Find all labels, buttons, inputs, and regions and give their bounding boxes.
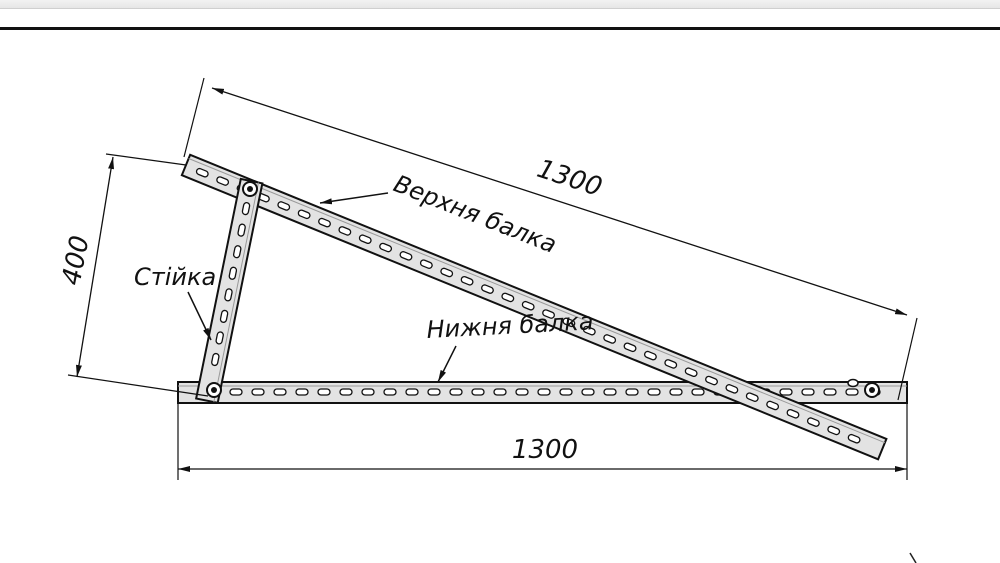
bottom-beam-slot xyxy=(471,388,485,396)
bottom-beam-slot xyxy=(405,388,419,396)
label-bottom-beam-text: Нижня балка xyxy=(426,307,594,344)
bottom-beam-slot xyxy=(669,388,683,396)
bolt-top xyxy=(242,181,258,197)
top-beam-slot xyxy=(684,367,698,378)
label-bottom-beam: Нижня балка xyxy=(426,307,594,383)
top-beam-slot xyxy=(603,334,617,344)
top-beam-slot xyxy=(643,350,657,361)
top-beam-slot xyxy=(847,433,861,444)
bottom-beam-slot xyxy=(493,388,507,396)
post-slot xyxy=(211,352,220,367)
top-beam-slot xyxy=(705,375,718,386)
bottom-beam-slot xyxy=(845,388,859,396)
bottom-beam-slot xyxy=(229,388,243,396)
top-beam-slot xyxy=(725,384,739,394)
bottom-beam-slot xyxy=(625,388,639,396)
label-post: Стійка xyxy=(134,263,216,341)
bottom-beam-slot xyxy=(823,388,837,396)
dimension-bottom: 1300 xyxy=(177,403,908,480)
post-slot xyxy=(215,331,224,345)
bolt-bottom-left xyxy=(206,382,222,398)
bottom-beam xyxy=(177,381,908,404)
bottom-beam-slot xyxy=(317,388,331,396)
bottom-beam-slot xyxy=(647,388,661,396)
label-top-beam-text: Верхня балка xyxy=(390,170,561,259)
bottom-beam-slot xyxy=(383,388,397,396)
bottom-beam-slot xyxy=(273,388,287,396)
bottom-beam-slot xyxy=(295,388,309,396)
bottom-beam-slot xyxy=(581,388,595,396)
bottom-beam-slot xyxy=(361,388,375,396)
top-beam-slot xyxy=(562,317,576,328)
bottom-beam-slot xyxy=(537,388,551,396)
dimension-bottom-value: 1300 xyxy=(512,435,578,465)
bottom-beam-slot xyxy=(691,388,705,396)
top-beam-slot xyxy=(766,400,780,411)
top-beam-slot xyxy=(827,425,841,436)
top-beam-slot xyxy=(195,167,209,178)
top-beam-slot xyxy=(623,342,637,353)
window-top-strip xyxy=(0,0,1000,9)
top-beam-slot xyxy=(806,417,820,427)
dimension-top-value: 1300 xyxy=(533,154,605,203)
bottom-beam-slot xyxy=(779,388,793,396)
dimension-left-value: 400 xyxy=(57,233,96,287)
top-beam-slot xyxy=(664,359,678,369)
label-post-text: Стійка xyxy=(134,263,216,291)
top-beam-slot xyxy=(582,325,596,336)
bolt-bottom-right xyxy=(864,382,880,398)
bottom-beam-slot xyxy=(449,388,463,396)
bottom-beam-slot xyxy=(251,388,265,396)
bottom-beam-slot xyxy=(427,388,441,396)
bottom-beam-slot xyxy=(339,388,353,396)
adjust-hole xyxy=(847,378,859,388)
bottom-beam-slot xyxy=(603,388,617,396)
top-beam-slot xyxy=(745,392,759,402)
frame-border-line xyxy=(0,27,1000,30)
bottom-beam-slot xyxy=(801,388,815,396)
top-beam xyxy=(180,153,888,461)
bottom-beam-slot xyxy=(559,388,573,396)
top-beam-slot xyxy=(786,409,800,419)
bottom-beam-slot xyxy=(515,388,529,396)
corner-mark xyxy=(909,552,917,563)
